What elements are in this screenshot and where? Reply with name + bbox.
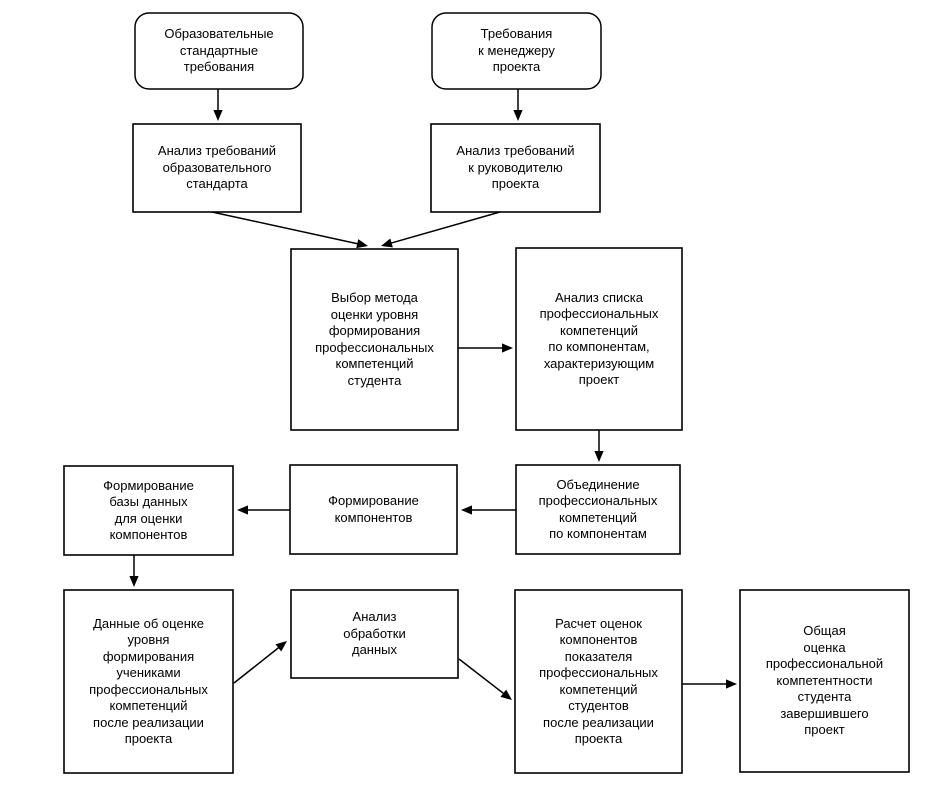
node-overall-competence-assessment [739, 589, 910, 773]
edge-edge-build-components-to-database [237, 505, 290, 515]
node-select-assessment-method [290, 248, 459, 431]
node-analysis-educational-standard-requirements [132, 123, 302, 213]
node-build-assessment-database [63, 465, 234, 556]
edge-edge-analysis-std-to-method [211, 211, 368, 249]
node-analysis-project-leader-requirements [430, 123, 601, 213]
edge-edge-processing-to-calculation [458, 658, 512, 700]
node-analysis-competence-list [515, 247, 683, 431]
node-merge-competences-by-components [515, 464, 681, 555]
edge-edge-manager-to-analysis [513, 89, 523, 121]
edge-edge-method-to-competence-list [458, 343, 513, 353]
node-assessment-data-after-project [63, 589, 234, 774]
node-data-processing-analysis [290, 589, 459, 679]
edge-edge-merge-to-build-components [461, 505, 516, 515]
edge-edge-calculation-to-overall [682, 679, 737, 689]
node-educational-standard-requirements [134, 12, 304, 90]
node-build-components [289, 464, 458, 555]
edge-edge-data-to-processing [233, 641, 287, 684]
edge-edge-analysis-leader-to-method [381, 211, 501, 248]
edge-edge-competence-list-to-merge [594, 430, 604, 462]
edge-edge-standard-to-analysis [213, 89, 223, 121]
edge-edge-database-to-data [129, 555, 139, 587]
node-project-manager-requirements [431, 12, 602, 90]
node-calculate-component-scores [514, 589, 683, 774]
